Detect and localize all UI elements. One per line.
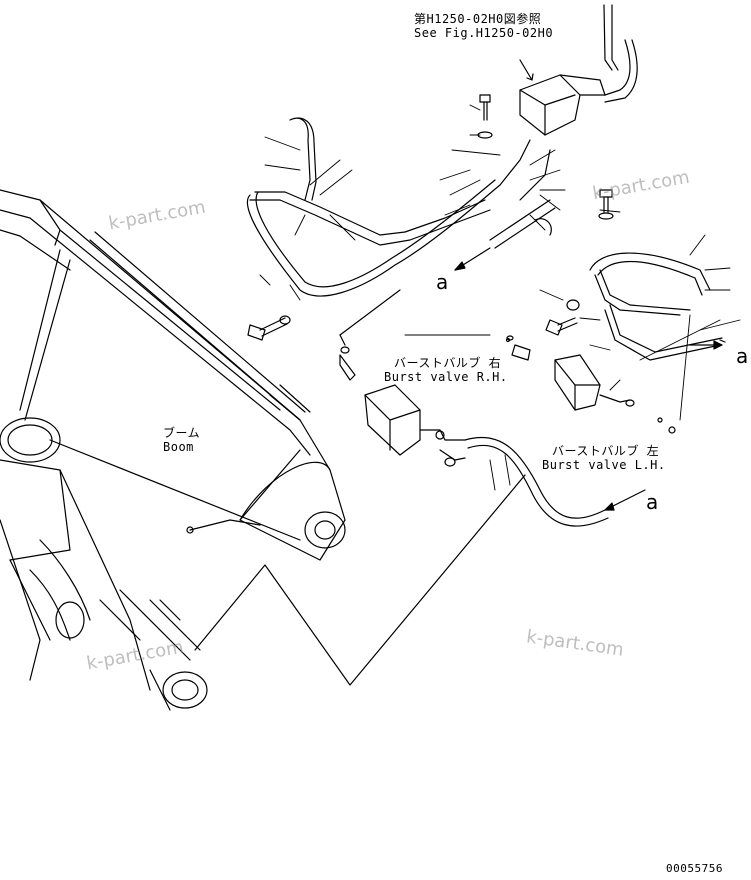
boom-structure — [0, 189, 346, 561]
bolts-fittings — [247, 94, 614, 381]
leader-lines — [259, 104, 741, 491]
leader-to-valve — [339, 289, 401, 336]
boom-label-en: Boom — [163, 440, 194, 454]
burst-valve-lh-label-ja: バーストバルブ 左 — [552, 444, 660, 458]
pipe-routing — [246, 4, 638, 297]
boom-label: ブーム Boom — [163, 426, 200, 454]
burst-valve-rh-label-ja: バーストバルブ 右 — [394, 356, 502, 370]
reference-note-en: See Fig.H1250-02H0 — [414, 26, 554, 40]
arrow-label-a-bottom: a — [646, 490, 659, 514]
boom-cylinders — [0, 417, 208, 711]
burst-valve-rh-label-en: Burst valve R.H. — [384, 370, 508, 384]
burst-valve-lh-drawing — [554, 354, 676, 434]
burst-valve-lh-label: バーストバルブ 左 Burst valve L.H. — [542, 444, 666, 472]
arrow-label-a-top: a — [436, 270, 449, 294]
drawing-number: 00055756 — [666, 862, 723, 875]
section-arrows — [454, 247, 723, 511]
burst-valve-rh-label: バーストバルブ 右 Burst valve R.H. — [384, 356, 508, 384]
boom-label-ja: ブーム — [163, 426, 201, 440]
hoses — [464, 252, 726, 527]
leader-zigzag — [194, 474, 526, 686]
reference-note: 第H1250-02H0図参照 See Fig.H1250-02H0 — [414, 12, 553, 40]
reference-note-ja: 第H1250-02H0図参照 — [414, 12, 542, 26]
burst-valve-rh-drawing — [364, 384, 466, 467]
burst-valve-lh-label-en: Burst valve L.H. — [542, 458, 666, 472]
arrow-label-a-right: a — [736, 344, 749, 368]
